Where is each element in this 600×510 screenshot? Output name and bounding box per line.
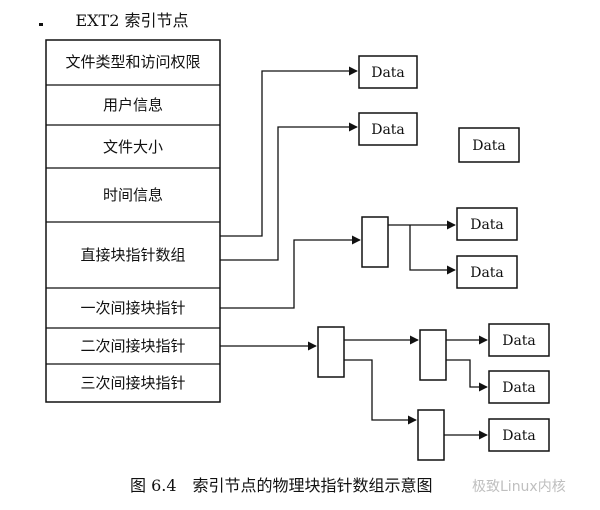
data-block-label: Data bbox=[502, 428, 536, 444]
data-block bbox=[488, 323, 550, 357]
diagram-title: EXT2 索引节点 bbox=[75, 11, 188, 30]
figure-caption: 图 6.4 索引节点的物理块指针数组示意图 bbox=[130, 476, 433, 495]
field-single-indirect: 一次间接块指针 bbox=[80, 299, 185, 317]
double-indirect-level1-block bbox=[317, 326, 345, 378]
direct-pointer-arrow bbox=[220, 66, 358, 237]
data-block bbox=[488, 370, 550, 404]
data-block bbox=[456, 207, 518, 241]
data-block-label: Data bbox=[371, 65, 405, 81]
double-indirect-level2-block-a bbox=[419, 329, 447, 381]
index-to-data-arrow bbox=[409, 225, 456, 275]
data-block-label: Data bbox=[470, 217, 504, 233]
data-block bbox=[456, 255, 518, 289]
data-block bbox=[358, 55, 418, 89]
index-to-data-arrow bbox=[446, 359, 488, 392]
field-double-indirect: 二次间接块指针 bbox=[80, 337, 185, 355]
single-indirect-arrow bbox=[220, 235, 361, 309]
data-block-label: Data bbox=[502, 333, 536, 349]
direct-pointer-arrow bbox=[220, 122, 358, 261]
data-block-label: Data bbox=[470, 265, 504, 281]
inode-table-frame bbox=[45, 39, 221, 403]
index-blocks bbox=[317, 216, 447, 461]
data-blocks: Data Data Data Data Data Data Data Data bbox=[358, 55, 550, 452]
single-indirect-index-block bbox=[361, 216, 389, 268]
data-block-label: Data bbox=[371, 122, 405, 138]
watermark: 极致Linux内核 bbox=[472, 479, 566, 495]
data-block-label: Data bbox=[472, 138, 506, 154]
pointer-arrows bbox=[220, 66, 488, 440]
field-triple-indirect: 三次间接块指针 bbox=[80, 374, 185, 392]
data-block bbox=[358, 112, 418, 146]
field-file-type-permissions: 文件类型和访问权限 bbox=[65, 53, 200, 71]
field-file-size: 文件大小 bbox=[103, 138, 163, 156]
field-user-info: 用户信息 bbox=[103, 96, 163, 114]
level1-to-level2-arrow bbox=[344, 359, 417, 425]
corner-mark bbox=[39, 23, 43, 26]
data-block bbox=[458, 127, 520, 163]
double-indirect-level2-block-b bbox=[417, 409, 445, 461]
field-direct-block-pointers: 直接块指针数组 bbox=[80, 246, 185, 264]
field-time-info: 时间信息 bbox=[103, 186, 163, 204]
data-block-label: Data bbox=[502, 380, 536, 396]
inode-table: 文件类型和访问权限 用户信息 文件大小 时间信息 直接块指针数组 一次间接块指针… bbox=[45, 39, 221, 403]
data-block bbox=[488, 418, 550, 452]
